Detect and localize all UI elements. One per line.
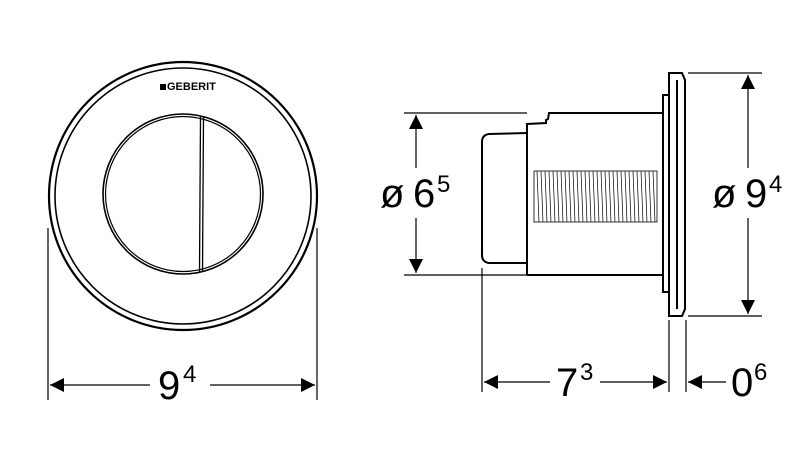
inner-rim bbox=[54, 67, 312, 325]
flange-diameter-dimension bbox=[688, 72, 762, 317]
flange-diameter-value: 9 bbox=[745, 172, 767, 216]
thread-lines bbox=[536, 170, 656, 223]
front-width-value: 9 bbox=[158, 364, 180, 408]
logo-mark bbox=[160, 84, 166, 90]
cover-plate bbox=[668, 72, 686, 317]
outer-rim bbox=[47, 60, 319, 332]
depth-value: 7 bbox=[556, 361, 578, 405]
button-outline-inner bbox=[104, 115, 262, 273]
flange-thickness-value: 0 bbox=[731, 361, 753, 405]
front-width-dimension bbox=[47, 228, 318, 400]
front-view bbox=[47, 60, 319, 332]
depth-sup: 3 bbox=[580, 359, 593, 386]
button-outline-outer bbox=[102, 113, 264, 275]
body-diameter-value: 6 bbox=[413, 172, 435, 216]
body-diameter-prefix: ø bbox=[380, 172, 404, 216]
brand-logo-text: GEBERIT bbox=[167, 81, 216, 93]
housing-body bbox=[526, 112, 663, 276]
body-diameter-dimension bbox=[404, 112, 527, 276]
thread-area bbox=[533, 170, 658, 223]
side-view bbox=[481, 72, 686, 317]
button-split-line bbox=[198, 115, 205, 273]
flange-diameter-sup: 4 bbox=[769, 171, 782, 198]
push-cap bbox=[481, 132, 528, 264]
flange-thickness-sup: 6 bbox=[754, 359, 767, 386]
body-diameter-sup: 5 bbox=[437, 171, 450, 198]
flange-diameter-prefix: ø bbox=[712, 172, 736, 216]
depth-dimension bbox=[481, 268, 726, 392]
front-width-sup: 4 bbox=[183, 361, 196, 388]
